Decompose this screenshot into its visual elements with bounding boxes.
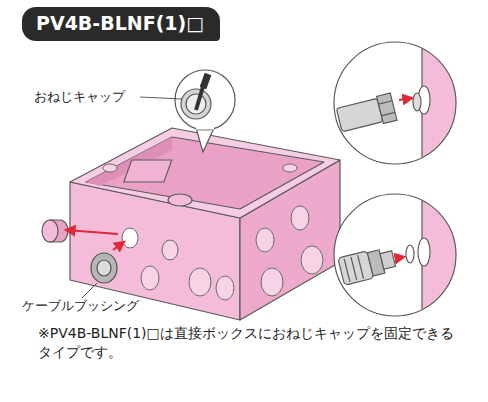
leader-line	[140, 97, 182, 99]
cap-plug	[42, 220, 68, 242]
note-text: ※PV4B-BLNF(1)□は直接ボックスにおねじキャップを固定できるタイプです…	[38, 324, 458, 362]
insert-arrow	[113, 242, 124, 250]
leader-line	[82, 283, 97, 298]
part-label: おねじキャップ	[34, 88, 140, 106]
callout-bubble	[175, 70, 235, 152]
title-tab: PV4B-BLNF(1)□	[22, 7, 220, 41]
knockout-holes	[103, 164, 323, 300]
detail-view	[334, 180, 470, 330]
cable-bushing	[91, 253, 117, 283]
detail-view	[334, 30, 470, 180]
remove-arrow	[66, 230, 118, 234]
part-label: ケーブルブッシング	[22, 297, 172, 315]
junction-box	[70, 128, 340, 320]
